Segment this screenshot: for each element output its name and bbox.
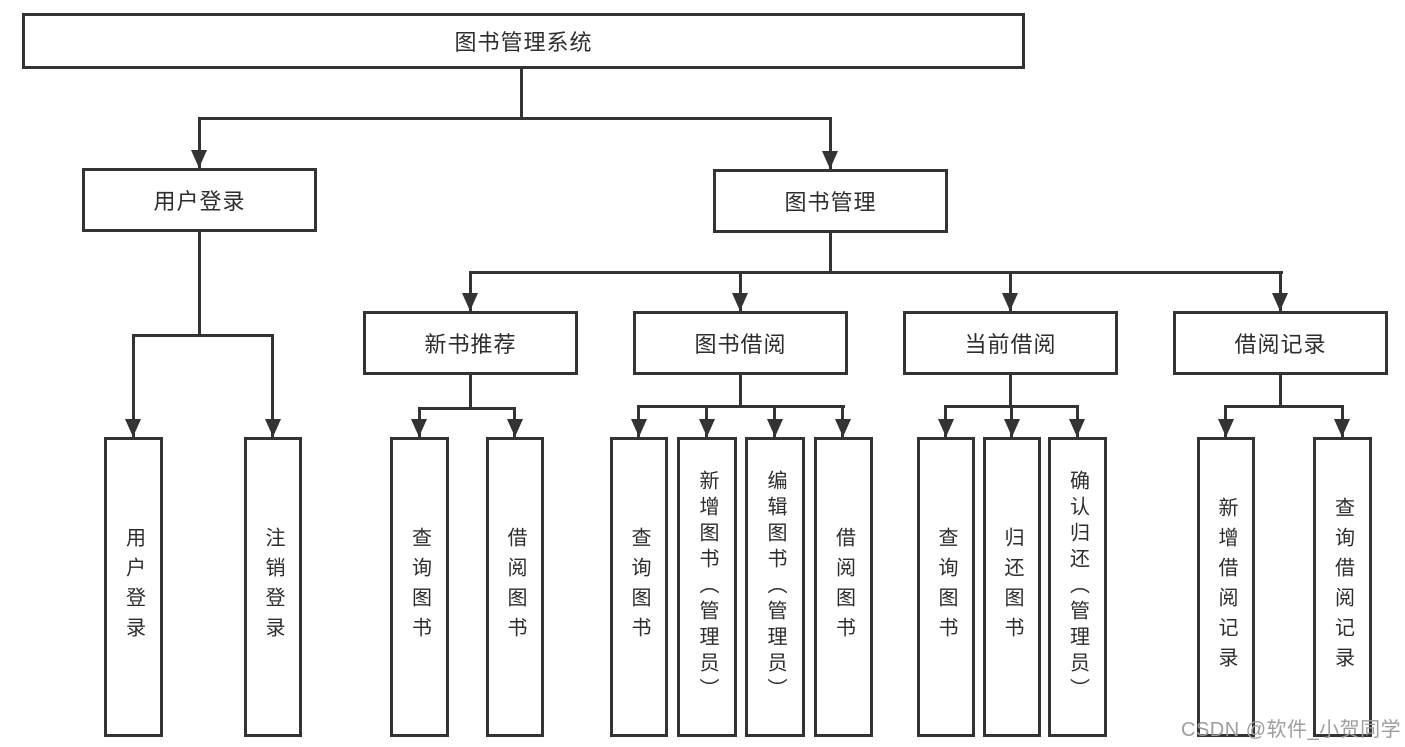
connector-stem [1279,271,1282,311]
node-label: 确认归还（管理员） [1066,470,1089,704]
node-label: 查询图书 [935,527,957,647]
node-book-borrowing: 图书借阅 [633,311,848,375]
node-query-borrow-record: 查询借阅记录 [1313,437,1372,737]
arrowhead-down-icon [732,293,748,311]
node-label: 注销登录 [262,527,284,647]
node-label: 新增图书（管理员） [696,470,718,704]
node-borrow-book: 借阅图书 [814,437,873,737]
connector-stem [271,334,274,437]
node-label: 图书借阅 [694,332,787,357]
arrowhead-down-icon [125,419,141,437]
arrowhead-down-icon [462,293,478,311]
arrowhead-down-icon [1002,293,1018,311]
connector-root-stem [520,69,523,118]
node-label: 图书管理 [784,190,877,215]
node-label: 查询借阅记录 [1331,497,1354,677]
node-label: 用户登录 [122,527,145,647]
node-user-login-branch: 用户登录 [82,168,317,232]
node-label: 图书管理系统 [454,30,593,55]
arrowhead-down-icon [822,151,838,169]
connector-stem [198,117,201,168]
arrowhead-down-icon [835,419,851,437]
node-label: 归还图书 [1001,527,1023,647]
connector-stem [829,117,832,169]
arrowhead-down-icon [1004,419,1020,437]
node-edit-book-admin: 编辑图书（管理员） [745,437,805,737]
node-add-book-admin: 新增图书（管理员） [677,437,737,737]
node-confirm-return-admin: 确认归还（管理员） [1048,437,1107,737]
node-logout-action: 注销登录 [244,437,302,737]
arrowhead-down-icon [411,419,427,437]
node-label: 新增借阅记录 [1215,497,1237,677]
node-label: 借阅记录 [1234,332,1327,357]
node-label: 借阅图书 [832,527,855,647]
connector-stem [1279,375,1282,407]
node-query-book: 查询图书 [917,437,975,737]
node-add-borrow-record: 新增借阅记录 [1197,437,1255,737]
node-current-borrowing: 当前借阅 [903,311,1118,375]
csdn-watermark: CSDN @软件_小贺同学 [1181,719,1402,741]
connector-stem [198,232,201,335]
connector-level3-rail [469,271,1283,274]
node-label: 用户登录 [153,189,246,214]
node-book-management-branch: 图书管理 [713,169,948,233]
connector-rail [418,407,516,410]
arrowhead-down-icon [631,419,647,437]
node-label: 当前借阅 [964,332,1057,357]
connector-stem [1009,271,1012,311]
node-borrowing-records: 借阅记录 [1173,311,1388,375]
arrowhead-down-icon [767,419,783,437]
connector-stem [1009,375,1012,407]
arrowhead-down-icon [1272,293,1288,311]
node-new-book-recommendation: 新书推荐 [363,311,578,375]
arrowhead-down-icon [1069,419,1085,437]
connector-stem [469,271,472,311]
node-borrow-book: 借阅图书 [486,437,544,737]
node-user-login-action: 用户登录 [104,437,163,737]
node-label: 借阅图书 [504,527,526,647]
arrowhead-down-icon [1334,419,1350,437]
connector-level2-rail [198,117,832,120]
connector-stem [469,375,472,408]
arrowhead-down-icon [938,419,954,437]
node-query-book: 查询图书 [610,437,668,737]
connector-stem [132,334,135,437]
node-query-book: 查询图书 [390,437,449,737]
node-label: 新书推荐 [424,332,517,357]
connector-rail [1224,405,1344,408]
connector-stem [829,233,832,272]
arrowhead-down-icon [507,419,523,437]
connector-stem [739,375,742,407]
arrowhead-down-icon [699,419,715,437]
node-label: 编辑图书（管理员） [764,470,786,704]
arrowhead-down-icon [191,150,207,168]
connector-rail [637,405,845,408]
node-label: 查询图书 [628,527,650,647]
node-return-book: 归还图书 [983,437,1041,737]
connector-stem [739,271,742,311]
arrowhead-down-icon [265,419,281,437]
arrowhead-down-icon [1218,419,1234,437]
node-label: 查询图书 [408,527,431,647]
node-library-management-system: 图书管理系统 [22,13,1025,69]
connector-rail [132,334,274,337]
